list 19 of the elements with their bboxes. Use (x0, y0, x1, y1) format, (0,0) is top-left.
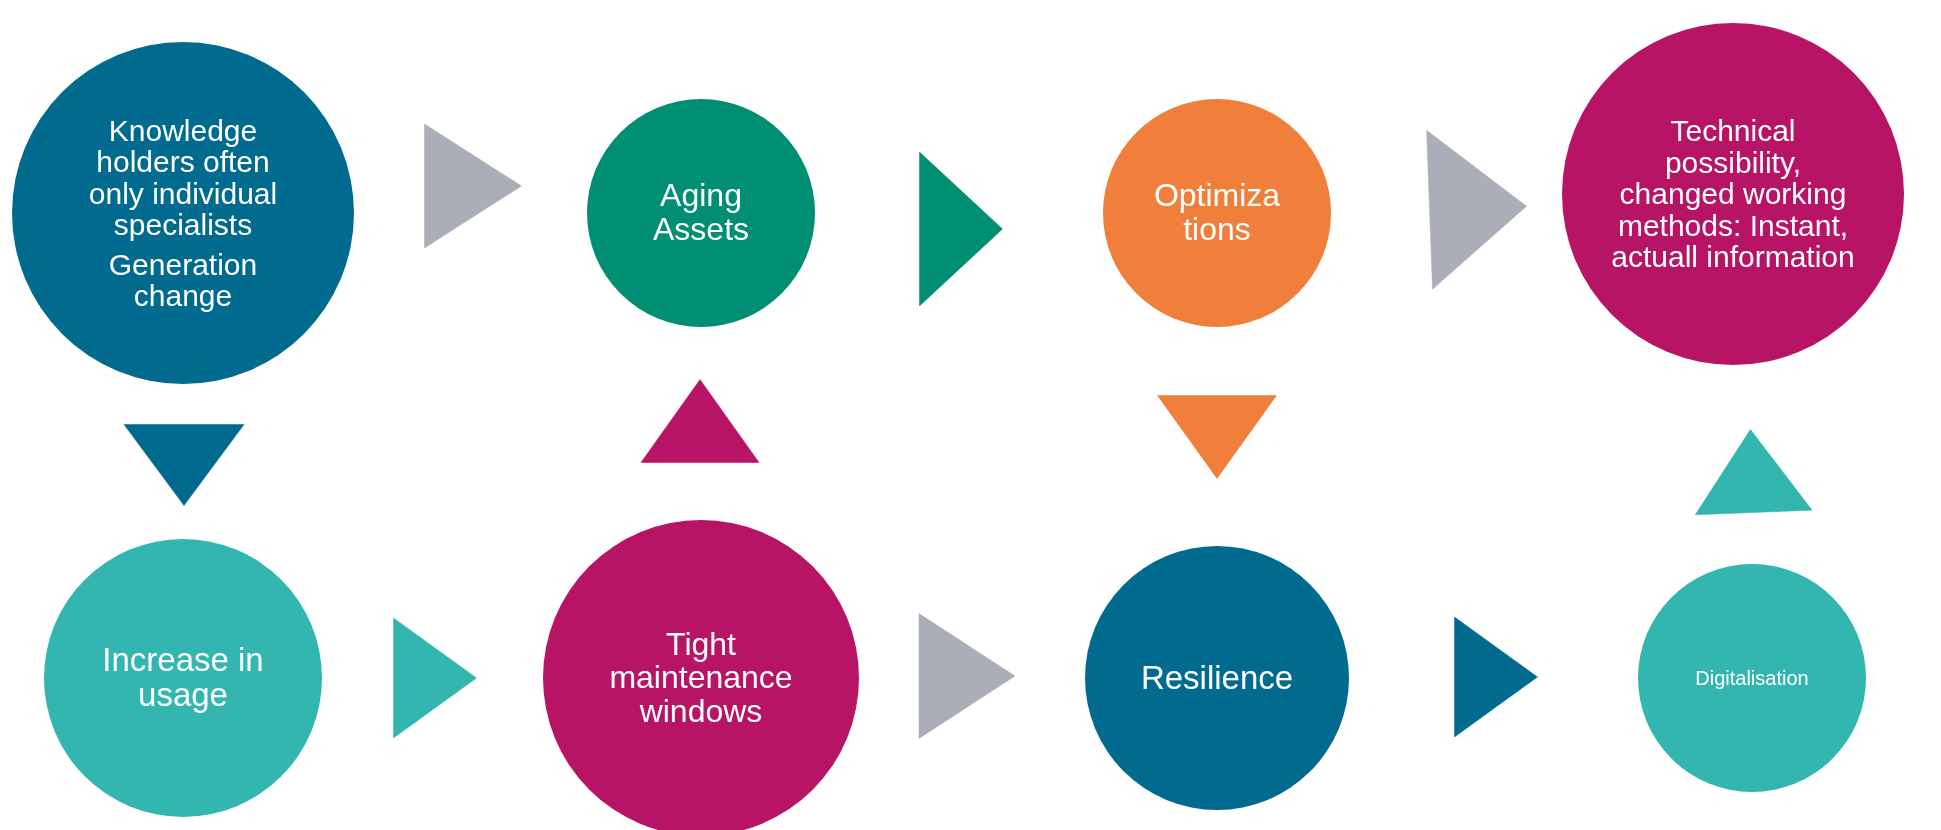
node-text: Optimiza tions (1152, 179, 1282, 247)
node-text: Digitalisation (1694, 667, 1810, 689)
node-text: Aging Assets (652, 179, 750, 247)
arrow (919, 151, 1003, 307)
arrow (640, 379, 760, 463)
arrow (1454, 616, 1538, 738)
arrow (123, 424, 245, 506)
node-text: Tight maintenance windows (608, 627, 794, 729)
arrow (424, 123, 522, 249)
node-text: Increase in usage (101, 643, 265, 713)
node-text: Generation change (107, 248, 259, 312)
arrow (1157, 395, 1277, 479)
arrow (1694, 429, 1813, 516)
node-text: Technical possibility, changed working methods: Instant, actuall information (1610, 115, 1856, 273)
node-text: Knowledge holders often only individual specialists (87, 114, 279, 241)
node-text: Resilience (1139, 660, 1295, 696)
arrow (393, 617, 477, 739)
arrow (1426, 130, 1527, 290)
arrow (918, 613, 1016, 739)
